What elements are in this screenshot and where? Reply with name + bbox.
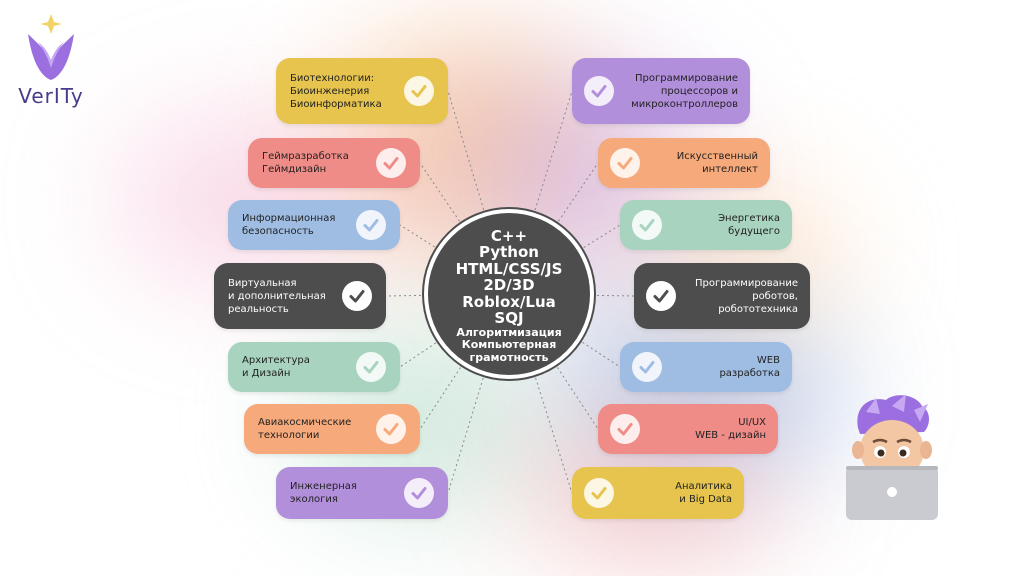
topic-node-right-3: Программирование роботов, робототехника — [634, 263, 810, 329]
connector-line — [596, 294, 635, 297]
connector-line — [447, 377, 484, 494]
check-icon — [342, 281, 372, 311]
topic-node-left-5: Авиакосмические технологии — [244, 404, 420, 454]
check-icon — [356, 210, 386, 240]
topic-node-right-5: UI/UX WEB - дизайн — [598, 404, 778, 454]
connector-line — [583, 224, 621, 248]
check-icon — [610, 414, 640, 444]
topic-node-left-6: Инженерная экология — [276, 467, 448, 519]
hub-subline: Компьютерная — [461, 338, 557, 352]
connector-line — [399, 342, 437, 368]
connector-line — [419, 367, 461, 430]
check-icon — [584, 76, 614, 106]
topic-label: UI/UX WEB - дизайн — [695, 417, 766, 441]
connector-line — [385, 294, 422, 297]
connector-line — [419, 162, 460, 222]
hub-line: SQJ — [494, 309, 524, 328]
topic-node-left-2: Информационная безопасность — [228, 200, 400, 250]
connector-line — [535, 377, 573, 494]
topic-node-right-2: Энергетика будущего — [620, 200, 792, 250]
topic-label: Искусственный интеллект — [676, 151, 758, 175]
topic-node-left-0: Биотехнологии: Биоинженерия Биоинформати… — [276, 58, 448, 124]
hub-line: C++ — [490, 226, 528, 245]
connector-line — [534, 90, 573, 211]
topic-label: Инженерная экология — [290, 481, 357, 505]
topic-label: Виртуальная и дополнительная реальность — [228, 277, 326, 315]
check-icon — [584, 478, 614, 508]
topic-node-right-6: Аналитика и Big Data — [572, 467, 744, 519]
topic-node-left-3: Виртуальная и дополнительная реальность — [214, 263, 386, 329]
topic-node-left-4: Архитектура и Дизайн — [228, 342, 400, 392]
check-icon — [404, 478, 434, 508]
topic-label: WEB разработка — [719, 355, 780, 379]
topic-label: Биотехнологии: Биоинженерия Биоинформати… — [290, 72, 382, 110]
topic-label: Аналитика и Big Data — [675, 481, 732, 505]
brand-name: VerITy — [18, 84, 84, 108]
connector-line — [558, 162, 599, 222]
topic-label: Программирование процессоров и микроконт… — [631, 72, 738, 110]
check-icon — [646, 281, 676, 311]
check-icon — [376, 414, 406, 444]
connector-line — [447, 90, 485, 210]
connector-line — [557, 367, 599, 430]
topic-node-right-1: Искусственный интеллект — [598, 138, 770, 188]
hub-subline: грамотность — [469, 350, 549, 364]
avatar-laptop-illustration — [846, 394, 938, 520]
hub-line: Python — [479, 243, 539, 262]
topic-label: Энергетика будущего — [718, 213, 780, 237]
topic-label: Геймразработка Геймдизайн — [262, 151, 349, 175]
check-icon — [356, 352, 386, 382]
topic-node-right-4: WEB разработка — [620, 342, 792, 392]
check-icon — [404, 76, 434, 106]
check-icon — [632, 210, 662, 240]
hub-subline: Алгоритмизация — [456, 325, 562, 339]
topic-node-right-0: Программирование процессоров и микроконт… — [572, 58, 750, 124]
center-hub: C++ Python HTML/CSS/JS 2D/3D Roblox/Lua … — [424, 209, 594, 379]
hub-line: HTML/CSS/JS — [455, 259, 563, 278]
check-icon — [610, 148, 640, 178]
topic-label: Архитектура и Дизайн — [242, 355, 310, 379]
connector-line — [399, 224, 435, 248]
topic-label: Авиакосмические технологии — [258, 417, 352, 441]
hub-line: Roblox/Lua — [462, 292, 556, 311]
tulip-logo-icon — [28, 14, 74, 80]
topic-label: Информационная безопасность — [242, 213, 336, 237]
brand-logo: VerITy — [12, 12, 90, 108]
topic-label: Программирование роботов, робототехника — [695, 277, 798, 315]
topic-node-left-1: Геймразработка Геймдизайн — [248, 138, 420, 188]
check-icon — [376, 148, 406, 178]
check-icon — [632, 352, 662, 382]
hub-line: 2D/3D — [483, 276, 535, 295]
connector-line — [582, 341, 621, 368]
